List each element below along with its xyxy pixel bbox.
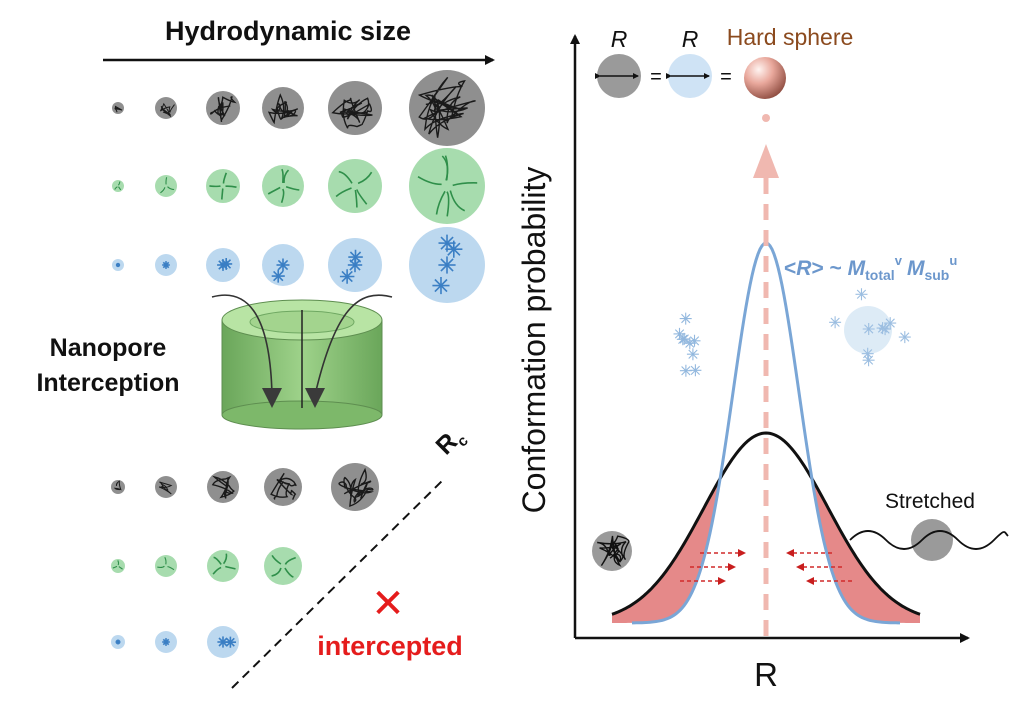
cutoff-dashed-line [231, 477, 446, 689]
svg-text:Rc: Rc [430, 422, 471, 463]
branched-polymer-icon [264, 547, 302, 585]
probability-plot: Conformation probability R <R> ~ Mtotalv… [516, 34, 1009, 693]
particle-grid-after [111, 463, 379, 658]
star-polymer-icon [155, 631, 177, 653]
star-polymer-icon [206, 248, 240, 282]
plot-star-polymers [673, 288, 911, 377]
hard-sphere-label: Hard sphere [727, 24, 854, 50]
stretched-region-fill [612, 478, 920, 623]
nanopore-label-line1: Nanopore [50, 334, 167, 362]
nanopore-cylinder-icon [211, 294, 393, 430]
branched-polymer-icon [409, 148, 485, 224]
branched-polymer-icon [206, 169, 240, 203]
branched-polymer-icon [207, 550, 239, 582]
legend-equals-2: = [720, 66, 732, 88]
linear-polymer-icon [409, 70, 485, 146]
branched-polymer-icon [155, 175, 177, 197]
star-polymer-icon [328, 238, 382, 292]
legend-r-linear: R [611, 26, 628, 52]
star-polymer-icon [262, 244, 304, 286]
branched-polymer-icon [111, 559, 125, 573]
branched-polymer-icon [328, 159, 382, 213]
particle-grid-before [112, 70, 485, 303]
star-polymer-icon [829, 288, 911, 367]
broad-distribution-curve [611, 431, 921, 616]
star-polymer-icon [207, 626, 239, 658]
legend-equals-1: = [650, 66, 662, 88]
star-polymer-icon [111, 635, 125, 649]
plot-x-label: R [754, 656, 778, 693]
linear-polymer-icon [328, 81, 382, 135]
linear-polymer-icon [112, 102, 124, 114]
hard-sphere-icon [744, 57, 786, 99]
linear-polymer-icon [155, 97, 177, 119]
compact-coil-icon [592, 531, 632, 571]
size-equivalence-legend: R = R = Hard sphere [595, 24, 854, 99]
linear-polymer-icon [111, 480, 125, 494]
branched-polymer-icon [155, 555, 177, 577]
linear-polymer-icon [207, 471, 239, 503]
linear-polymer-icon [262, 87, 304, 129]
nanopore-label: Nanopore Interception [36, 334, 179, 397]
branched-polymer-icon [112, 180, 124, 192]
branched-polymer-icon [262, 165, 304, 207]
linear-polymer-icon [331, 463, 379, 511]
intercepted-label: intercepted [317, 631, 463, 661]
linear-polymer-icon [264, 468, 302, 506]
linear-polymer-icon [155, 476, 177, 498]
hydrodynamic-size-header: Hydrodynamic size [103, 16, 495, 65]
stretched-chain-icon: Stretched [849, 490, 1009, 561]
plot-y-label: Conformation probability [516, 167, 552, 514]
cross-icon: ✕ [371, 582, 405, 626]
nanopore-label-line2: Interception [36, 369, 179, 397]
linear-polymer-icon [206, 91, 240, 125]
hydrodynamic-size-label: Hydrodynamic size [165, 16, 411, 46]
star-polymer-icon [409, 227, 485, 303]
legend-r-star: R [682, 26, 699, 52]
cutoff-label: Rc [430, 422, 471, 463]
star-polymer-icon [112, 259, 124, 271]
star-polymer-icon [155, 254, 177, 276]
stretched-label: Stretched [885, 490, 975, 513]
compression-arrows [680, 549, 852, 585]
star-polymer-icon [673, 312, 702, 377]
